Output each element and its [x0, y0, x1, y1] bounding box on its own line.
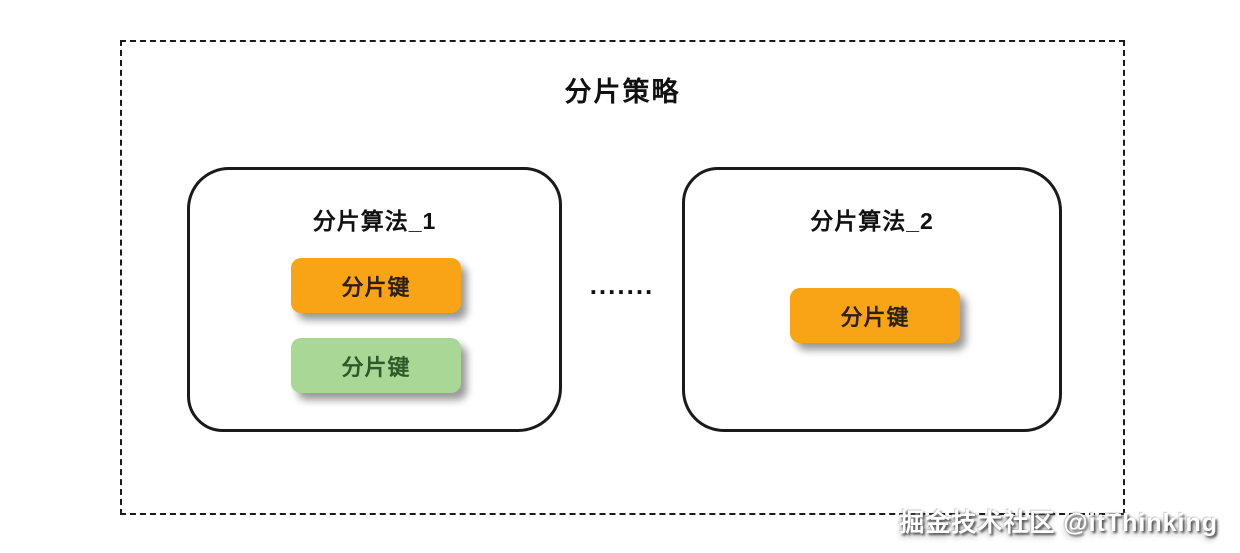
strategy-dashed-container: 分片策略 分片算法_1 分片键 分片键 ....... 分片算法_2 分片键 [120, 40, 1125, 515]
shard-key-badge-orange-1: 分片键 [291, 258, 461, 313]
diagram-title: 分片策略 [564, 77, 681, 107]
algorithm-2-label: 分片算法_2 [810, 208, 934, 234]
shard-key-badge-orange-2: 分片键 [790, 288, 960, 343]
algorithm-group-2: 分片算法_2 分片键 [682, 167, 1062, 432]
ellipsis-dots: ....... [589, 270, 655, 300]
shard-key-badge-green: 分片键 [291, 338, 461, 393]
algorithm-1-label: 分片算法_1 [312, 208, 437, 234]
watermark: 掘金技术社区 @itThinking [899, 509, 1218, 537]
algorithm-group-1: 分片算法_1 分片键 分片键 [187, 167, 562, 432]
